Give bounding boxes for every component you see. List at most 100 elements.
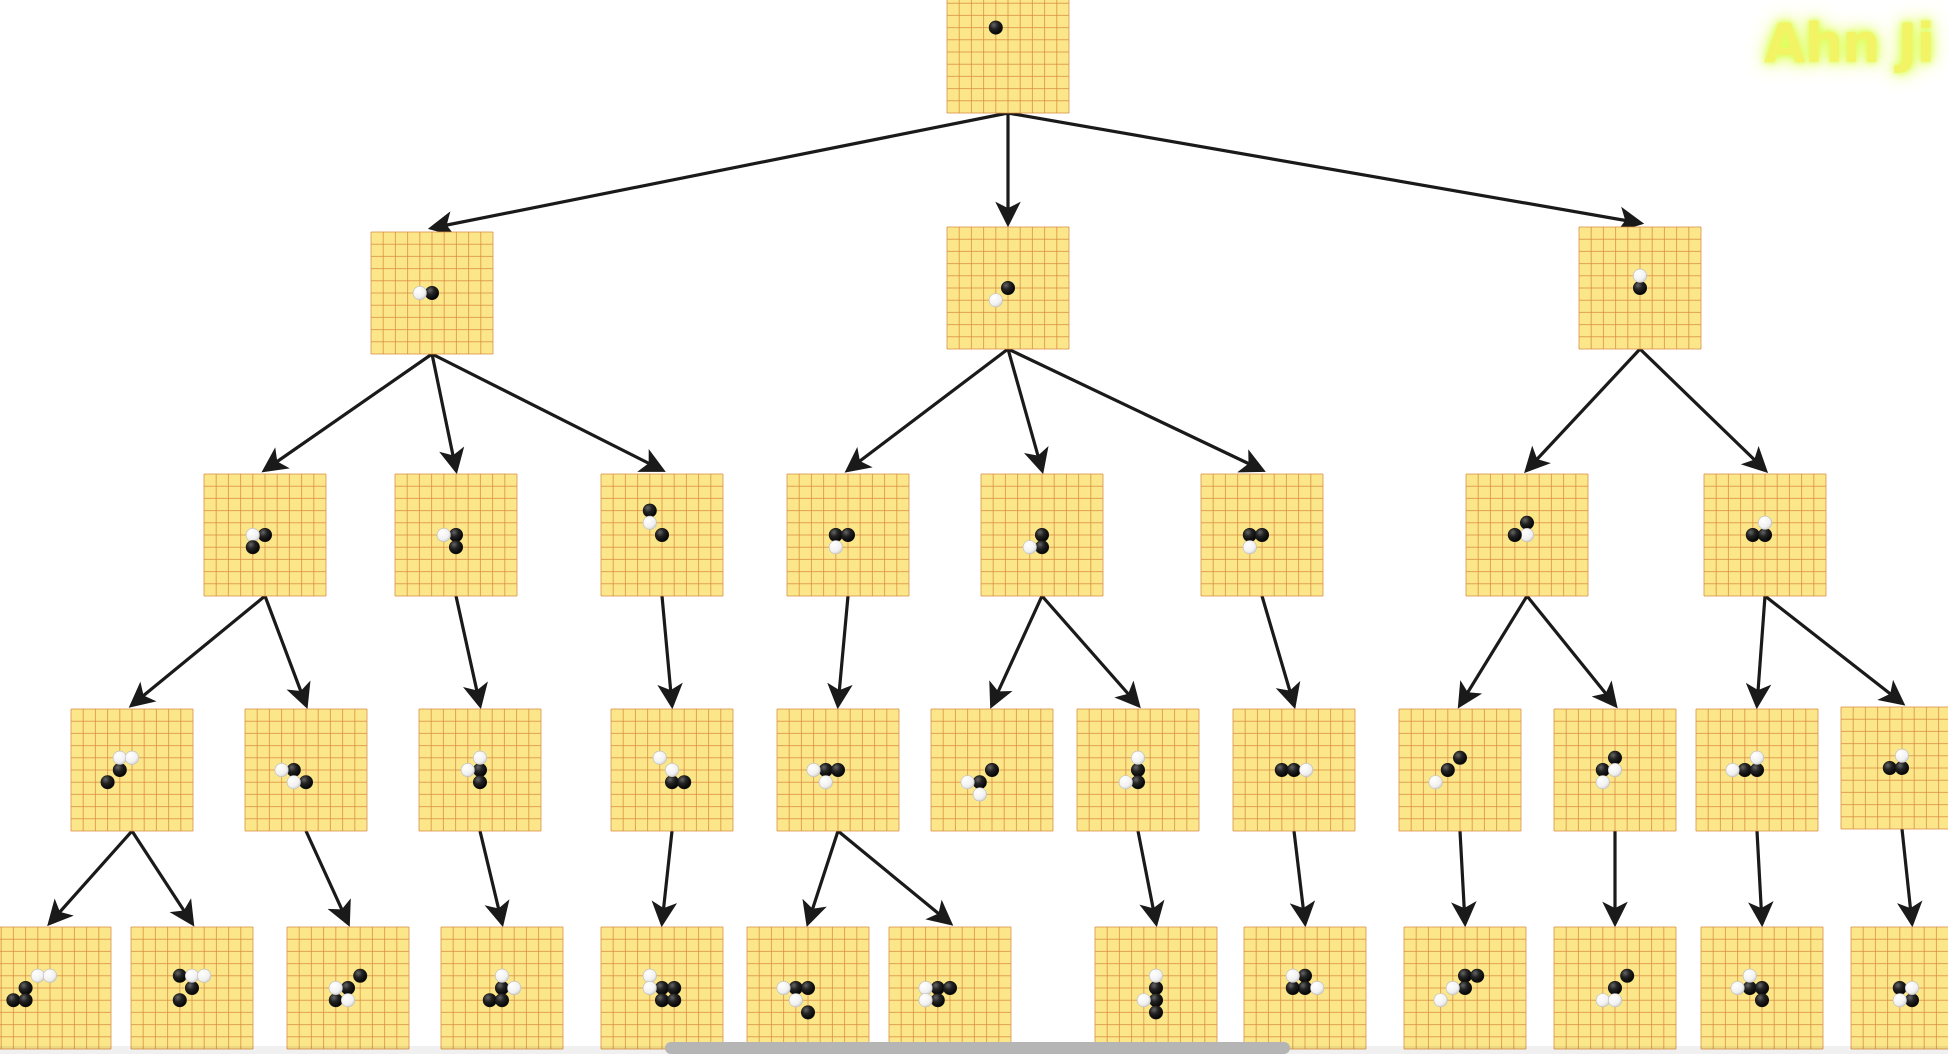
white-stone xyxy=(1428,775,1443,790)
black-stone xyxy=(424,285,440,301)
black-stone xyxy=(1749,762,1765,778)
tree-arrow xyxy=(989,595,1044,709)
black-stone xyxy=(930,993,945,1008)
white-stone xyxy=(988,293,1003,308)
black-stone xyxy=(800,980,816,996)
white-stone xyxy=(1118,775,1133,790)
go-board-l4-2 xyxy=(130,926,254,1050)
go-board-l3-1 xyxy=(70,708,194,832)
go-board-l2-a3 xyxy=(600,473,724,597)
black-stone xyxy=(172,993,187,1008)
white-stone xyxy=(1299,762,1314,778)
white-stone xyxy=(412,285,427,301)
white-stone xyxy=(245,527,260,543)
white-stone xyxy=(972,787,987,802)
tree-arrow xyxy=(1040,594,1141,709)
black-stone xyxy=(1620,968,1635,983)
black-stone xyxy=(664,775,680,790)
black-stone xyxy=(667,980,682,996)
black-stone xyxy=(1297,980,1313,996)
tree-arrow xyxy=(802,830,840,928)
tree-arrow xyxy=(1007,111,1645,232)
black-stone xyxy=(353,968,368,983)
go-board-l3-4 xyxy=(610,708,734,832)
white-stone xyxy=(286,775,301,790)
black-stone xyxy=(1285,980,1300,996)
tree-arrow xyxy=(1260,595,1301,710)
go-board-l4-12 xyxy=(1700,926,1824,1050)
black-stone xyxy=(100,775,115,790)
white-stone xyxy=(1433,993,1448,1008)
black-stone xyxy=(472,775,488,790)
black-stone xyxy=(245,540,260,555)
tree-arrow xyxy=(1897,828,1923,928)
black-stone xyxy=(1754,980,1770,996)
black-stone xyxy=(1745,527,1760,543)
go-board-l3-10 xyxy=(1553,708,1677,832)
white-stone xyxy=(806,762,821,778)
go-board-l2-a1 xyxy=(203,473,327,597)
tree-arrow xyxy=(130,830,195,927)
go-board-l4-13 xyxy=(1850,926,1948,1050)
white-stone xyxy=(1892,993,1907,1008)
black-stone xyxy=(257,527,273,543)
black-stone xyxy=(788,980,803,996)
go-board-l4-3 xyxy=(286,926,410,1050)
white-stone xyxy=(1595,775,1610,790)
white-stone xyxy=(642,968,657,983)
black-stone xyxy=(1632,280,1648,296)
go-board-l3-6 xyxy=(930,708,1054,832)
white-stone xyxy=(1742,968,1757,983)
black-stone xyxy=(1034,540,1050,555)
white-stone xyxy=(1519,527,1535,543)
black-stone xyxy=(1286,762,1302,778)
go-board-l4-5 xyxy=(600,926,724,1050)
black-stone xyxy=(494,980,510,996)
black-stone xyxy=(184,980,200,996)
tree-arrow xyxy=(454,595,488,710)
black-stone xyxy=(1894,760,1910,776)
go-board-l2-b3 xyxy=(1200,473,1324,597)
black-stone xyxy=(1607,750,1623,765)
tree-arrow xyxy=(431,352,666,472)
horizontal-scrollbar-thumb[interactable] xyxy=(665,1042,1290,1054)
black-stone xyxy=(286,762,301,778)
white-stone xyxy=(112,750,127,765)
black-stone xyxy=(1254,527,1270,543)
tree-arrow xyxy=(1136,830,1165,928)
go-board-l4-8 xyxy=(1094,926,1218,1050)
black-stone xyxy=(654,980,670,996)
white-stone xyxy=(1725,762,1740,778)
white-stone xyxy=(918,993,933,1008)
white-stone xyxy=(1904,980,1920,996)
black-stone xyxy=(654,993,670,1008)
black-stone xyxy=(1452,750,1468,765)
go-board-l4-10 xyxy=(1403,926,1527,1050)
black-stone xyxy=(1595,762,1610,778)
go-board-l3-5 xyxy=(776,708,900,832)
go-board-l3-7 xyxy=(1076,708,1200,832)
white-stone xyxy=(960,775,975,790)
black-stone xyxy=(1882,760,1897,776)
white-stone xyxy=(788,993,803,1008)
black-stone xyxy=(1000,280,1016,296)
black-stone xyxy=(6,993,21,1008)
black-stone xyxy=(1470,968,1485,983)
white-stone xyxy=(274,762,289,778)
watermark-text: Ahn Ji xyxy=(1763,12,1935,75)
tree-arrow xyxy=(1525,594,1618,709)
white-stone xyxy=(1130,750,1146,765)
black-stone xyxy=(1148,993,1164,1008)
white-stone xyxy=(184,968,200,983)
go-board-l2-c1 xyxy=(1465,473,1589,597)
white-stone xyxy=(340,993,356,1008)
white-stone xyxy=(1445,980,1460,996)
go-board-l3-11 xyxy=(1695,708,1819,832)
black-stone xyxy=(1297,968,1313,983)
white-stone xyxy=(42,968,58,983)
tree-edges xyxy=(47,111,1923,928)
white-stone xyxy=(1749,750,1765,765)
white-stone xyxy=(1136,993,1151,1008)
